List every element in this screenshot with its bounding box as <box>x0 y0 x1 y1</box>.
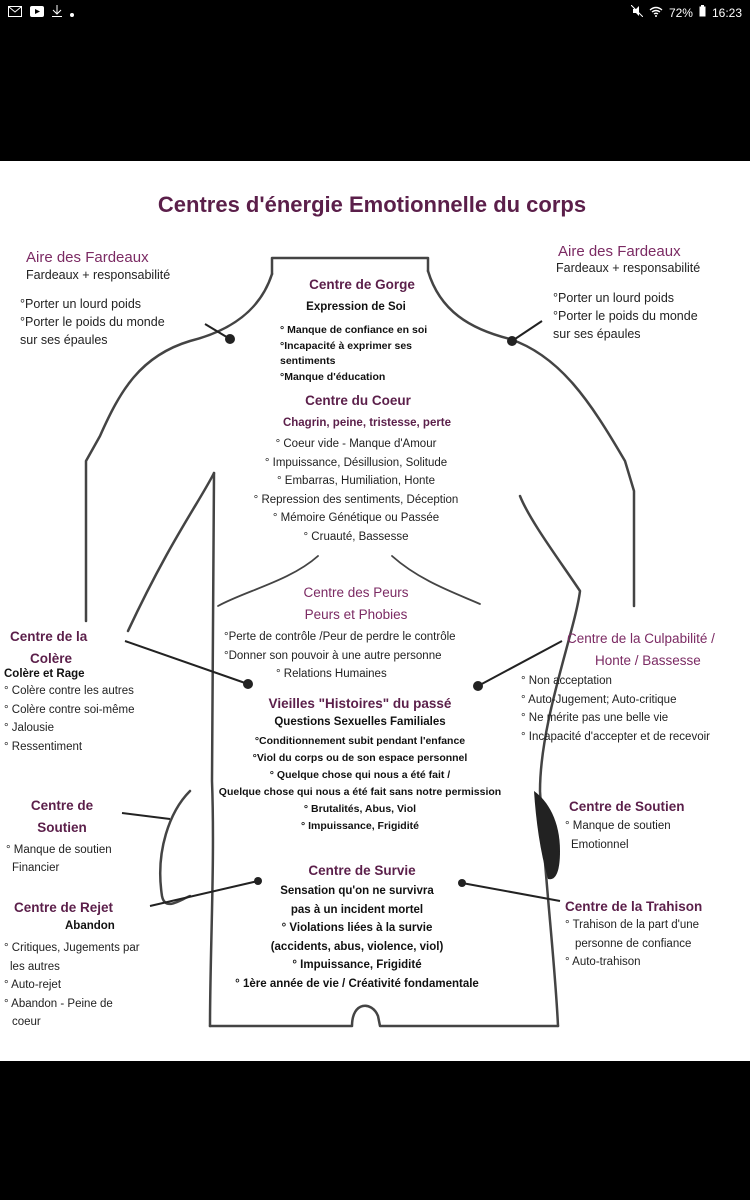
list-item: ° Impuissance, Frigidité <box>292 959 422 971</box>
list-item: ° Violations liées à la survie <box>281 922 433 934</box>
fears-center-list: °Perte de contrôle /Peur de perdre le co… <box>224 628 456 684</box>
right-burden-title: Aire des Fardeaux <box>558 243 681 260</box>
betrayal-center-list: ° Trahison de la part d'une personne de … <box>565 916 699 972</box>
list-item: sentiments <box>280 355 336 367</box>
rejection-center-subtitle: Abandon <box>65 920 115 932</box>
list-item: sur ses épaules <box>553 327 641 341</box>
list-item: °Perte de contrôle /Peur de perdre le co… <box>224 631 456 643</box>
list-item: Financier <box>12 862 60 874</box>
throat-center-subtitle: Expression de Soi <box>306 301 406 313</box>
old-stories-title: Vieilles "Histoires" du passé <box>268 696 452 711</box>
list-item: ° Ressentiment <box>4 740 83 753</box>
battery-percent: 72% <box>668 5 693 20</box>
list-item: ° Colère contre soi-même <box>4 703 135 716</box>
fears-center-title: Centre des Peurs <box>303 585 409 600</box>
list-item: ° Auto-rejet <box>4 979 62 991</box>
survival-center-title: Centre de Survie <box>308 863 416 878</box>
heart-center-subtitle: Chagrin, peine, tristesse, perte <box>282 417 452 429</box>
list-item: ° Colère contre les autres <box>4 685 134 697</box>
list-item: sur ses épaules <box>20 333 108 347</box>
mute-icon <box>630 4 644 20</box>
list-item: les autres <box>10 960 60 973</box>
heart-center-title: Centre du Coeur <box>305 393 411 408</box>
fears-center-subtitle: Peurs et Phobies <box>304 607 408 622</box>
list-item: ° Non acceptation <box>521 675 612 687</box>
list-item: ° Manque de soutien <box>565 820 671 832</box>
list-item: ° Cruauté, Bassesse <box>303 530 409 543</box>
list-item: °Porter le poids du monde <box>553 309 698 323</box>
body-silhouette <box>84 256 636 1028</box>
list-item: ° Critiques, Jugements par <box>4 942 140 954</box>
list-item: ° Ne mérite pas une belle vie <box>521 712 669 724</box>
list-item: °Porter un lourd poids <box>20 297 142 311</box>
anger-center-title: Centre de la Colère <box>10 629 88 666</box>
left-burden-subtitle: Fardeaux + responsabilité <box>26 268 171 282</box>
throat-center-list: ° Manque de confiance en soi °Incapacité… <box>280 323 427 385</box>
list-item: ° 1ère année de vie / Créativité fondame… <box>235 977 479 990</box>
list-item: ° Impuissance, Désillusion, Solitude <box>264 456 448 469</box>
betrayal-center-title: Centre de la Trahison <box>565 899 703 914</box>
status-bar: 72% 16:23 <box>0 0 750 26</box>
wifi-icon <box>649 6 663 20</box>
list-item: ° Trahison de la part d'une <box>565 919 700 931</box>
support-right-title: Centre de Soutien <box>569 799 685 814</box>
guilt-center-list: ° Non acceptation ° Auto-Jugement; Auto-… <box>521 672 710 746</box>
list-item: ° Manque de soutien <box>6 844 112 856</box>
anger-center-list: ° Colère contre les autres ° Colère cont… <box>4 682 135 756</box>
list-item: ° Coeur vide - Manque d'Amour <box>275 438 437 450</box>
list-item: ° Mémoire Génétique ou Passée <box>272 512 440 524</box>
anger-center-subtitle: Colère et Rage <box>4 668 85 680</box>
throat-center-title: Centre de Gorge <box>309 277 415 292</box>
list-item: °Viol du corps ou de son espace personne… <box>252 752 468 764</box>
list-item: ° Abandon - Peine de <box>4 997 113 1010</box>
list-item: ° Impuissance, Frigidité <box>301 820 419 832</box>
support-left-list: ° Manque de soutien Financier <box>6 841 112 877</box>
survival-center-list: Sensation qu'on ne survivra pas à un inc… <box>235 882 479 993</box>
list-item: °Porter un lourd poids <box>553 291 675 305</box>
right-burden-list: °Porter un lourd poids °Porter le poids … <box>553 289 698 343</box>
list-item: pas à un incident mortel <box>290 903 424 916</box>
support-right-list: ° Manque de soutien Emotionnel <box>565 817 671 854</box>
list-item: °Conditionnement subit pendant l'enfance <box>254 735 466 747</box>
clock: 16:23 <box>711 5 742 20</box>
list-item: ° Jalousie <box>4 722 54 734</box>
list-item: °Donner son pouvoir à une autre personne <box>224 649 442 662</box>
list-item: ° Manque de confiance en soi <box>280 324 428 336</box>
list-item: °Porter le poids du monde <box>20 315 165 329</box>
download-icon <box>52 5 62 20</box>
list-item: °Incapacité à exprimer ses <box>280 339 413 352</box>
list-item: ° Auto-Jugement; Auto-critique <box>521 693 677 706</box>
support-left-title: Centre de Soutien <box>30 798 94 835</box>
list-item: ° Incapacité d'accepter et de recevoir <box>521 730 710 743</box>
list-item: ° Repression des sentiments, Déception <box>253 493 459 506</box>
old-stories-list: °Conditionnement subit pendant l'enfance… <box>219 733 501 835</box>
diagram-image: Centres d'énergie Emotionnelle du corps … <box>0 161 750 1061</box>
list-item: ° Auto-trahison <box>565 956 641 968</box>
rejection-center-title: Centre de Rejet <box>14 900 114 915</box>
heart-center-list: ° Coeur vide - Manque d'Amour ° Impuissa… <box>254 435 459 546</box>
list-item: (accidents, abus, violence, viol) <box>270 940 444 953</box>
list-item: ° Embarras, Humiliation, Honte <box>277 475 435 487</box>
list-item: Quelque chose qui nous a été fait sans n… <box>218 786 502 798</box>
old-stories-subtitle: Questions Sexuelles Familiales <box>274 716 446 728</box>
list-item: ° Relations Humaines <box>276 668 387 680</box>
rejection-center-list: ° Critiques, Jugements par les autres ° … <box>4 939 140 1032</box>
list-item: °Manque d'éducation <box>280 370 386 383</box>
list-item: coeur <box>12 1016 41 1028</box>
page-title: Centres d'énergie Emotionnelle du corps <box>157 192 587 217</box>
right-burden-subtitle: Fardeaux + responsabilité <box>556 261 701 275</box>
list-item: ° Brutalités, Abus, Viol <box>303 803 417 815</box>
notification-dot-icon <box>70 6 74 20</box>
left-burden-title: Aire des Fardeaux <box>26 249 149 266</box>
mail-icon <box>8 5 22 20</box>
left-burden-list: °Porter un lourd poids °Porter le poids … <box>20 295 165 349</box>
list-item: ° Quelque chose qui nous a été fait / <box>269 769 451 781</box>
list-item: Emotionnel <box>571 838 629 851</box>
list-item: Sensation qu'on ne survivra <box>280 885 434 897</box>
guilt-center-title: Centre de la Culpabilité / Honte / Basse… <box>567 631 715 668</box>
youtube-icon <box>30 5 44 20</box>
list-item: personne de confiance <box>575 937 692 950</box>
battery-icon <box>699 5 706 20</box>
